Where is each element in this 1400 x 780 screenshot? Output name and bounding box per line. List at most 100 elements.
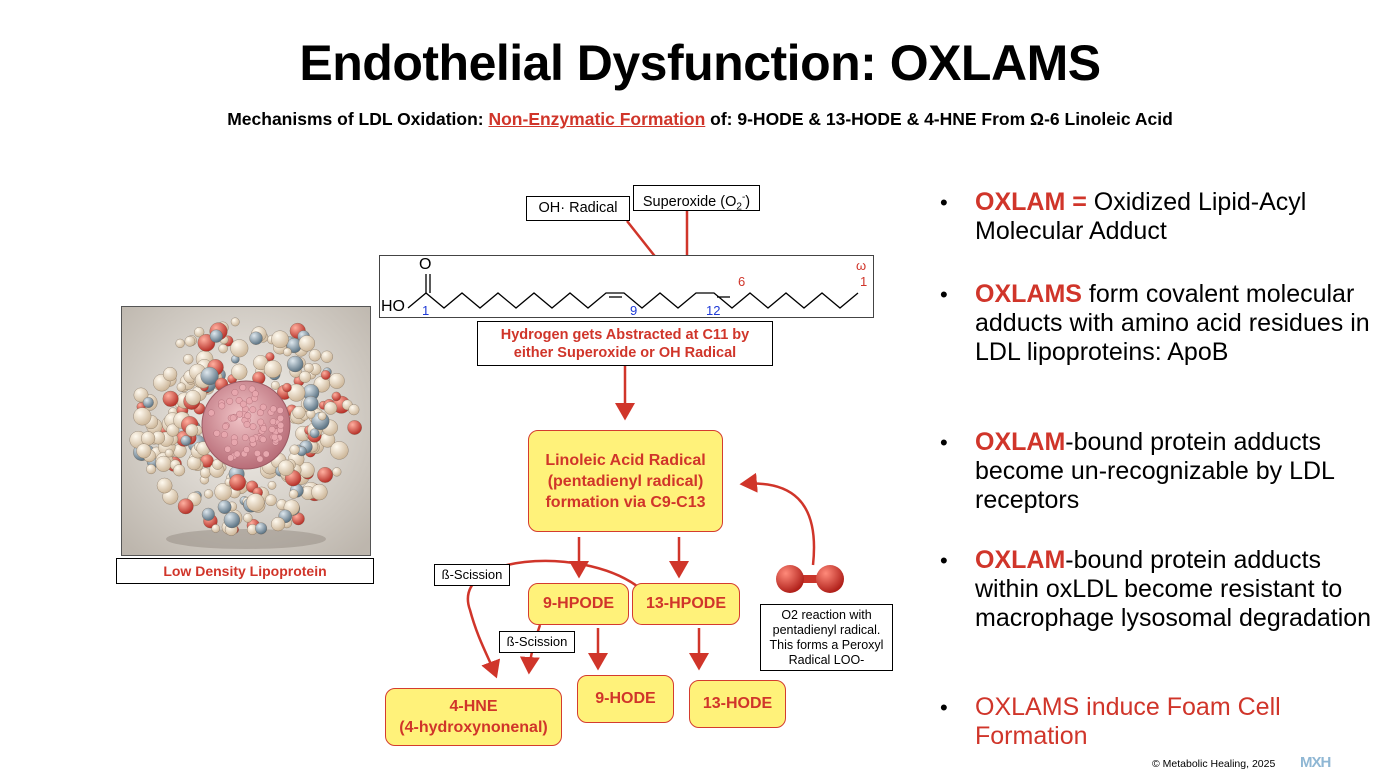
molecule-skeleton — [407, 274, 859, 309]
subtitle-suffix: of: 9-HODE & 13-HODE & 4-HNE From Ω-6 Li… — [705, 109, 1173, 129]
ldl-sphere — [331, 391, 341, 402]
ldl-sphere — [324, 401, 338, 415]
ldl-core-bead — [259, 436, 267, 443]
ldl-sphere — [270, 381, 280, 390]
13-hpode-box: 13-HPODE — [632, 583, 740, 625]
beta-scission-label-1: ß-Scission — [434, 564, 510, 586]
ldl-sphere — [308, 349, 321, 362]
subtitle-highlight: Non-Enzymatic Formation — [488, 109, 706, 129]
abstraction-box: Hydrogen gets Abstracted at C11 by eithe… — [477, 321, 773, 366]
ldl-sphere — [265, 494, 277, 506]
ldl-core-bead — [276, 407, 284, 414]
ldl-sphere — [194, 327, 205, 338]
ldl-core-bead — [243, 446, 251, 454]
ldl-sphere — [271, 330, 289, 349]
ldl-sphere — [201, 507, 215, 521]
ldl-core-bead — [227, 454, 235, 462]
ldl-sphere — [289, 444, 300, 455]
bullet-dot: • — [940, 548, 948, 573]
ldl-sphere — [230, 317, 240, 327]
ldl-core-bead — [257, 418, 265, 426]
ldl-sphere — [332, 467, 342, 477]
carbonyl-o-label: O — [419, 256, 432, 273]
ldl-core-bead — [249, 435, 256, 443]
ldl-sphere — [204, 489, 214, 499]
ldl-sphere — [267, 481, 277, 490]
hydroxyl-ho-label: HO — [381, 298, 405, 315]
ldl-sphere — [175, 338, 185, 348]
ldl-sphere — [330, 441, 349, 460]
ldl-sphere — [282, 382, 292, 393]
ldl-core-bead — [277, 414, 284, 422]
ldl-core-bead — [256, 409, 264, 417]
ldl-core-bead — [236, 410, 244, 418]
ldl-sphere — [166, 423, 180, 437]
ldl-sphere — [200, 366, 219, 386]
oh-radical-label: OH· Radical — [526, 196, 630, 221]
ldl-sphere — [177, 498, 194, 515]
linoleic-radical-box: Linoleic Acid Radical (pentadienyl radic… — [528, 430, 723, 532]
ldl-sphere — [299, 370, 312, 383]
ldl-core-bead — [231, 389, 239, 396]
linoleic-acid-structure: O HO 1 9 12 6 ω 1 — [379, 255, 874, 318]
ldl-sphere — [211, 524, 220, 533]
omega-1-label: 1 — [860, 274, 868, 289]
ldl-sphere — [277, 459, 295, 476]
ldl-sphere — [317, 411, 327, 421]
brand-logo: MXH — [1300, 754, 1331, 771]
ldl-sphere — [156, 477, 173, 494]
ldl-sphere — [146, 464, 157, 475]
ldl-sphere — [249, 331, 263, 345]
9-hpode-box: 9-HPODE — [528, 583, 629, 625]
ldl-core-bead — [277, 422, 285, 429]
superoxide-label: Superoxide (O2-) — [633, 185, 760, 213]
bullet-dot: • — [940, 190, 948, 215]
ldl-core-bead — [244, 412, 252, 420]
ldl-core-bead — [231, 438, 238, 446]
ldl-core-bead — [243, 421, 251, 428]
carbon-12-label: 12 — [706, 303, 721, 318]
slide-title: Endothelial Dysfunction: OXLAMS — [299, 35, 1101, 91]
ldl-core-bead — [271, 433, 279, 441]
ldl-sphere — [184, 336, 196, 347]
ldl-core-bead — [260, 425, 268, 432]
ldl-sphere — [271, 517, 286, 532]
ldl-core-bead — [239, 400, 247, 408]
ldl-sphere — [173, 464, 186, 477]
ldl-sphere — [230, 339, 249, 358]
bullet-dot: • — [940, 695, 948, 720]
ldl-sphere — [320, 350, 333, 363]
subtitle-prefix: Mechanisms of LDL Oxidation: — [227, 109, 489, 129]
carbon-9-label: 9 — [630, 303, 638, 318]
ldl-sphere — [223, 511, 241, 529]
ldl-illustration — [121, 306, 371, 556]
carbon-6-label: 6 — [738, 274, 746, 289]
ldl-sphere — [317, 467, 333, 483]
ldl-core-bead — [218, 402, 226, 410]
ldl-sphere — [176, 382, 186, 392]
ldl-sphere — [292, 405, 306, 420]
ldl-core-bead — [241, 434, 249, 442]
ldl-sphere — [348, 404, 360, 416]
ldl-core-bead — [259, 403, 267, 411]
omega-label: ω — [856, 258, 867, 273]
ldl-sphere — [287, 355, 304, 373]
ldl-core-bead — [262, 450, 270, 458]
ldl-sphere — [209, 329, 223, 343]
ldl-core-bead — [256, 455, 264, 463]
ldl-sphere — [287, 383, 306, 402]
ldl-sphere — [231, 363, 248, 380]
ldl-sphere — [142, 397, 154, 408]
ldl-sphere — [229, 474, 246, 491]
ldl-core-bead — [248, 385, 256, 393]
ldl-sphere — [243, 513, 253, 523]
ldl-sphere — [163, 367, 178, 382]
ldl-core-bead — [268, 426, 276, 433]
13-hode-box: 13-HODE — [689, 680, 786, 728]
9-hode-box: 9-HODE — [577, 675, 674, 723]
ldl-particle-image — [122, 307, 370, 555]
ldl-sphere — [288, 489, 299, 499]
ldl-sphere — [320, 370, 331, 380]
ldl-sphere — [183, 354, 194, 365]
